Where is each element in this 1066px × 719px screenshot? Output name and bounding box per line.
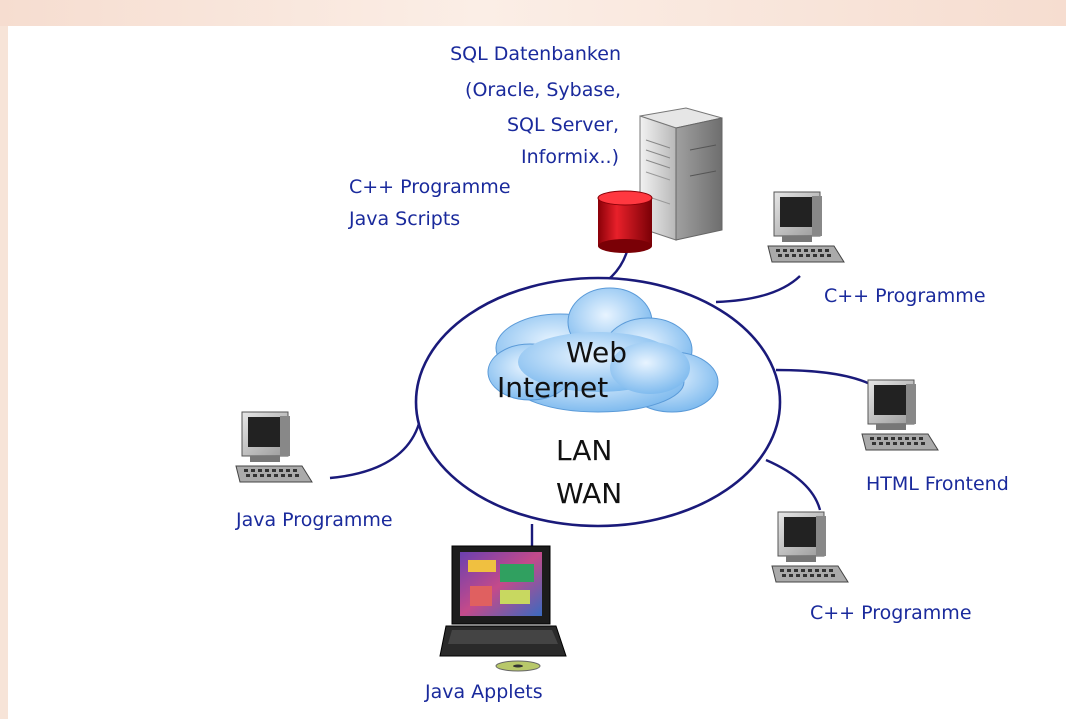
label-left: Java Programme xyxy=(235,509,393,531)
label-right: HTML Frontend xyxy=(866,473,1009,495)
connector-right xyxy=(775,368,871,386)
pc-top-right-icon xyxy=(767,191,845,263)
server-icon xyxy=(639,107,723,241)
db-line-1: SQL Datenbanken xyxy=(450,43,621,65)
header-band xyxy=(0,0,1066,26)
label-bottom: Java Applets xyxy=(424,681,543,703)
pc-left-icon xyxy=(235,411,313,483)
db-line-2: (Oracle, Sybase, xyxy=(465,79,621,101)
label-web: Web xyxy=(566,336,627,369)
laptop-icon xyxy=(439,545,567,672)
label-bottom-right: C++ Programme xyxy=(810,602,972,624)
connector-top-right xyxy=(715,275,801,304)
db-caption: SQL Datenbanken (Oracle, Sybase, SQL Ser… xyxy=(450,43,621,168)
server-software-line-1: C++ Programme xyxy=(349,176,511,198)
pc-bottom-right-icon xyxy=(771,511,849,583)
label-wan: WAN xyxy=(556,477,622,510)
server-software-line-2: Java Scripts xyxy=(348,208,460,230)
pc-right-icon xyxy=(861,379,939,451)
label-top-right: C++ Programme xyxy=(824,285,986,307)
connector-left xyxy=(329,409,424,480)
connector-bottom-right xyxy=(765,458,822,511)
label-internet: Internet xyxy=(497,371,608,404)
label-lan: LAN xyxy=(556,434,612,467)
db-line-4: Informix..) xyxy=(521,146,619,168)
database-icon xyxy=(597,190,653,253)
db-line-3: SQL Server, xyxy=(507,114,619,136)
